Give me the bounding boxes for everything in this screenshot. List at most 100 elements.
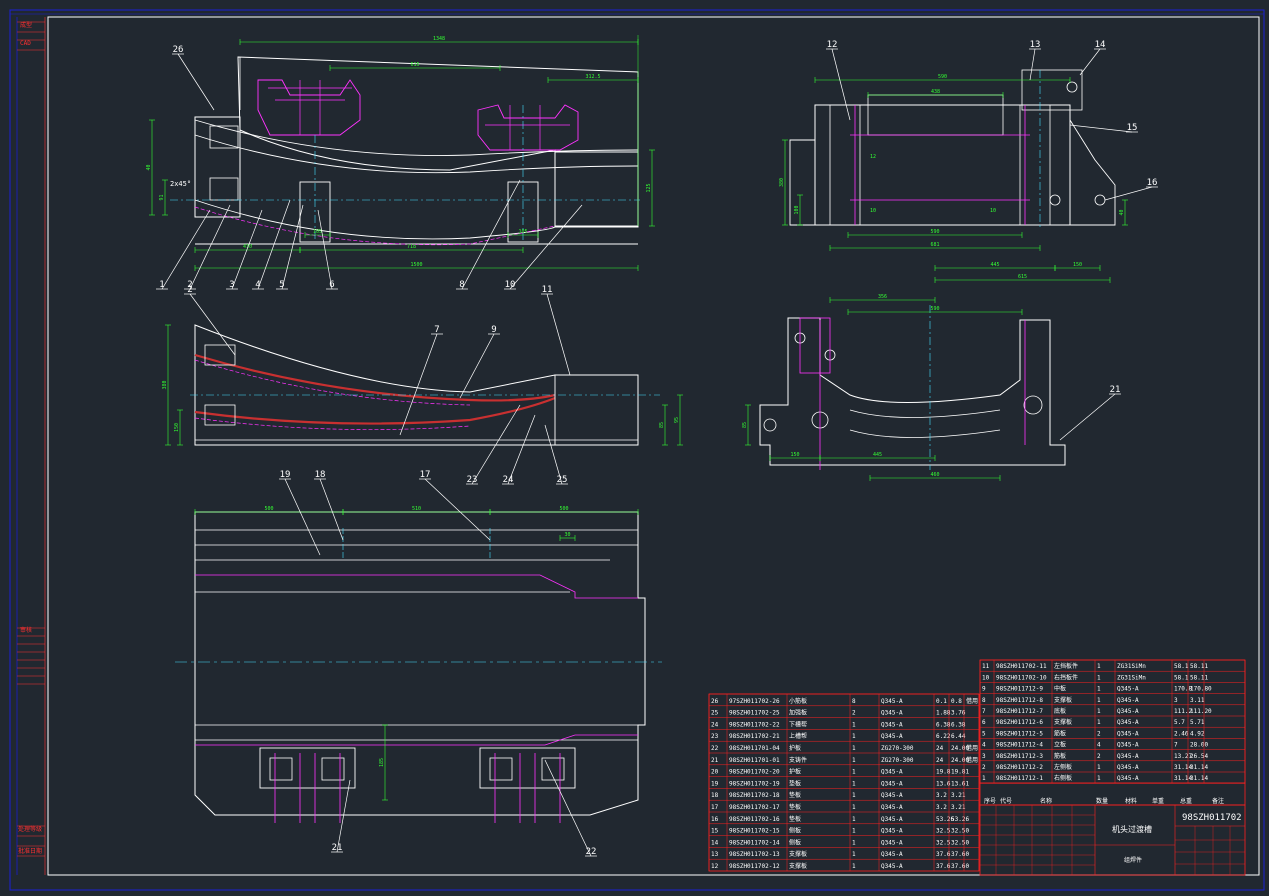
bom-header-2: 名称 <box>1040 797 1052 805</box>
bom-right-cell: 13.27 <box>1174 753 1192 760</box>
v4-right-flange <box>1069 119 1116 226</box>
bom-left-cell: 17 <box>711 804 719 811</box>
bom-left-cell: 98SZH011702-13 <box>729 851 780 858</box>
title-block: 98SZH011702 机头过渡槽 组焊件 <box>979 804 1246 876</box>
bom-left-cell: 8 <box>852 698 856 705</box>
v1-dim-125: 125 <box>646 183 652 192</box>
bom-right-cell: 2 <box>1097 753 1101 760</box>
bom-left-cell: 1 <box>852 769 856 776</box>
v4-hole-2 <box>1049 194 1061 206</box>
bom-right-cell: 111.20 <box>1190 708 1212 715</box>
bom-right-cell: 98SZH011712-8 <box>996 697 1043 704</box>
v4-dim-150: 150 <box>1073 262 1082 268</box>
v1-callout-26-leader <box>177 53 215 111</box>
v2-callout-24-leader <box>507 414 536 485</box>
drawing-number: 98SZH011702 <box>1182 813 1242 823</box>
bom-right-cell: 3.11 <box>1190 697 1205 704</box>
bom-left-cell: 37.6 <box>936 863 951 870</box>
v1-callout-11: 11 <box>542 285 553 295</box>
v4-body <box>814 104 1071 226</box>
bom-left-cell: 18 <box>711 792 719 799</box>
v3-support-1-pad-b <box>321 757 345 781</box>
bom-left-cell: 98SZH011702-15 <box>729 828 780 835</box>
v3-support-2-pad-b <box>541 757 565 781</box>
bom-right-cell: 26.54 <box>1190 753 1208 760</box>
v3-callout-22-leader <box>544 759 592 857</box>
bom-right-cell: 31.14 <box>1190 764 1208 771</box>
bom-left-cell: 24 <box>936 745 944 752</box>
bom-right-cell: 58.1 <box>1174 663 1189 670</box>
left-margin-strip: 成型 CAD 审核 处理等级 批准日期 <box>18 21 42 855</box>
bom-left-cell: 37.60 <box>951 851 969 858</box>
v2-callout-24: 24 <box>503 475 514 485</box>
bom-left-cell: 20 <box>711 769 719 776</box>
bom-right-cell: 1 <box>1097 708 1101 715</box>
bom-left-cell: 1 <box>852 721 856 728</box>
bom-header-7: 备注 <box>1212 797 1224 805</box>
bom-left-cell: ZG270-300 <box>881 757 914 764</box>
bom-right-cell: 11 <box>982 663 990 670</box>
bom-right-cell: 5.7 <box>1174 719 1185 726</box>
v5-inner-curve-1 <box>849 409 1001 418</box>
strip-label-top-2: CAD <box>20 40 31 47</box>
bom-right-cell: 58.1 <box>1174 674 1189 681</box>
bom-header-5: 单重 <box>1152 797 1164 805</box>
v4-dim-40: 40 <box>1119 209 1125 215</box>
bom-left-cell: Q345-A <box>881 792 903 799</box>
v2-hidden-2 <box>194 417 471 430</box>
v1-dim-total: 1348 <box>433 36 445 42</box>
bom-header-6: 总重 <box>1180 797 1192 805</box>
bom-right-cell: 5 <box>982 730 986 737</box>
bom-left-cell: 37.60 <box>951 863 969 870</box>
bom-left-cell: 借用 <box>966 744 978 752</box>
bom-left-cell: 3.2 <box>936 792 947 799</box>
v2-callout-23-leader <box>471 404 521 485</box>
v3-dim-500b: 500 <box>559 506 568 512</box>
v1-bracket-1-details <box>268 80 352 135</box>
bom-left-cell: Q345-A <box>881 698 903 705</box>
bom-left-cell: 98SZH011702-17 <box>729 804 780 811</box>
v1-dim-718: 718 <box>407 244 416 250</box>
bom-left-cell: 6.38 <box>936 721 951 728</box>
bom-left-cell: 6.22 <box>936 733 951 740</box>
bom-left-cell: Q345-A <box>881 828 903 835</box>
v1-lower-curve <box>194 199 556 240</box>
bom-right-cell: 2 <box>982 764 986 771</box>
bom-right-cell: 左挡板件 <box>1054 662 1078 670</box>
bom-right-cell: 右侧板 <box>1054 774 1072 782</box>
bom-left-cell: 98SZH011702-14 <box>729 839 780 846</box>
bom-right-cell: 9 <box>982 686 986 693</box>
bom-right-cell: 3 <box>982 753 986 760</box>
v2-dim-85: 85 <box>659 422 665 428</box>
v5-dim-460: 460 <box>930 472 939 478</box>
v2-left-lug-2 <box>204 404 236 426</box>
bom-right-cell: 31.14 <box>1190 775 1208 782</box>
bom-left-cell: 98SZH011702-22 <box>729 721 780 728</box>
bom-right-cell: 筋板 <box>1054 729 1066 737</box>
v5-callout-21: 21 <box>1110 385 1121 395</box>
v1-hidden-curve <box>194 206 556 246</box>
bom-right-cell: 3 <box>1174 697 1178 704</box>
v4-callout-12-leader <box>831 48 851 121</box>
v4-callout-14-leader <box>1079 48 1101 76</box>
v2-callout-7-leader <box>399 333 438 436</box>
bom-left-cell: 3.76 <box>951 710 966 717</box>
bom-left-cell: 32.50 <box>951 828 969 835</box>
bom-right-cell: 1 <box>1097 697 1101 704</box>
bom-left-cell: 13.61 <box>951 780 969 787</box>
bom-left-cell: 1 <box>852 839 856 846</box>
v3-dim-500a: 500 <box>264 506 273 512</box>
v2-outline <box>194 324 639 446</box>
bom-left-cell: Q345-A <box>881 863 903 870</box>
v1-left-end-block <box>194 116 241 218</box>
bom-right-cell: 2.46 <box>1174 730 1189 737</box>
v1-callout-4-leader <box>257 199 291 290</box>
v5-inner-curve-2 <box>849 429 1001 438</box>
bom-right-cell: Q345-A <box>1117 742 1139 749</box>
v1-dim-312: 312.5 <box>585 74 600 80</box>
v5-dim-590: 590 <box>930 306 939 312</box>
bom-right-cell: 98SZH011702-11 <box>996 663 1047 670</box>
bom-right-cell: Q345-A <box>1117 730 1139 737</box>
